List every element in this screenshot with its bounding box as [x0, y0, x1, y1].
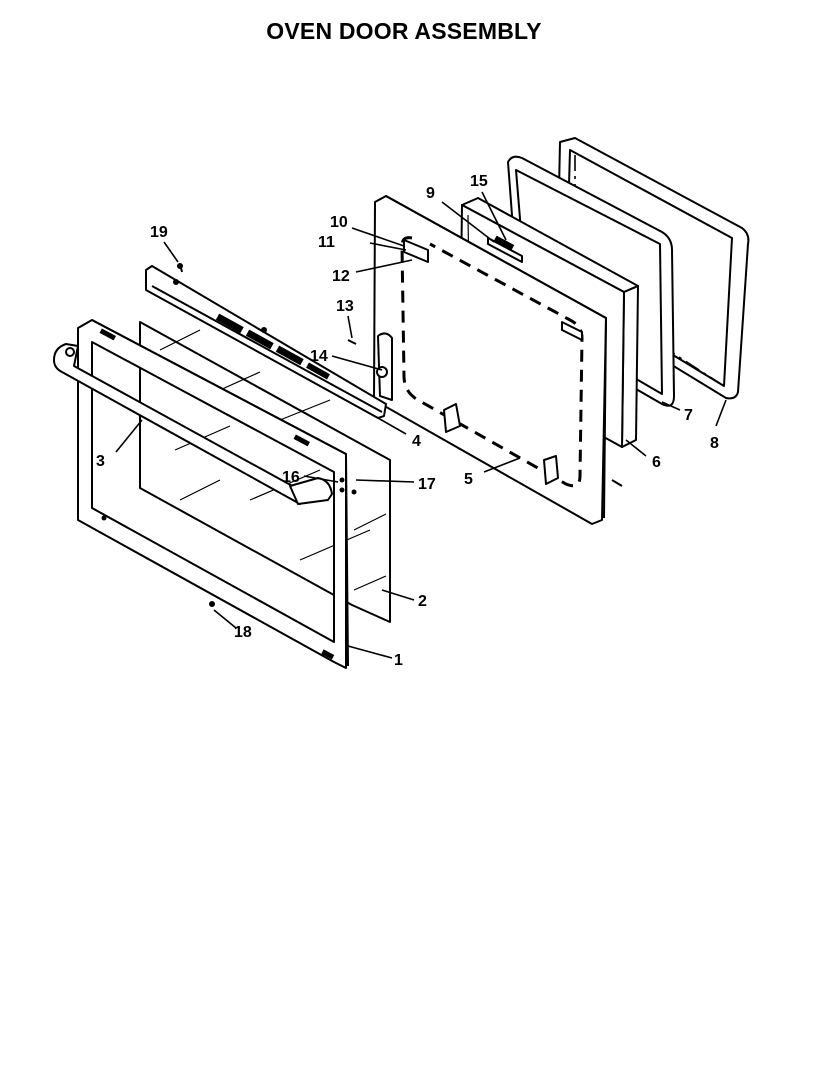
label-part-15: 15	[470, 173, 488, 190]
part-1-outer-frame	[77, 319, 349, 669]
label-part-18: 18	[234, 624, 252, 641]
label-part-7: 7	[684, 407, 693, 424]
label-part-2: 2	[418, 593, 427, 610]
part-labels: 1 2 3 4 5 6 7 8 9 10 11 12 13 14 15 16 1…	[96, 173, 719, 669]
label-part-14: 14	[310, 348, 328, 365]
part-4-vent-trim	[145, 265, 387, 419]
label-part-9: 9	[426, 185, 435, 202]
label-part-17: 17	[418, 476, 436, 493]
label-part-3: 3	[96, 453, 105, 470]
part-3-handle	[53, 343, 333, 505]
label-part-13: 13	[336, 298, 354, 315]
part-9-15-hinge-bracket	[487, 235, 523, 263]
part-19-screw	[177, 263, 183, 273]
part-5-inner-panel	[373, 195, 623, 525]
part-18-screw	[209, 601, 215, 607]
label-part-1: 1	[394, 652, 403, 669]
label-part-12: 12	[332, 268, 350, 285]
label-part-5: 5	[464, 471, 473, 488]
label-part-8: 8	[710, 435, 719, 452]
part-13-screw	[347, 339, 357, 345]
label-part-16: 16	[282, 469, 300, 486]
label-part-10: 10	[330, 214, 348, 231]
part-16-17-screws	[339, 477, 357, 495]
label-part-19: 19	[150, 224, 168, 241]
label-part-6: 6	[652, 454, 661, 471]
label-part-11: 11	[318, 234, 335, 251]
label-part-4: 4	[412, 433, 421, 450]
leader-lines	[115, 191, 727, 659]
diagram-title: OVEN DOOR ASSEMBLY	[266, 18, 542, 44]
